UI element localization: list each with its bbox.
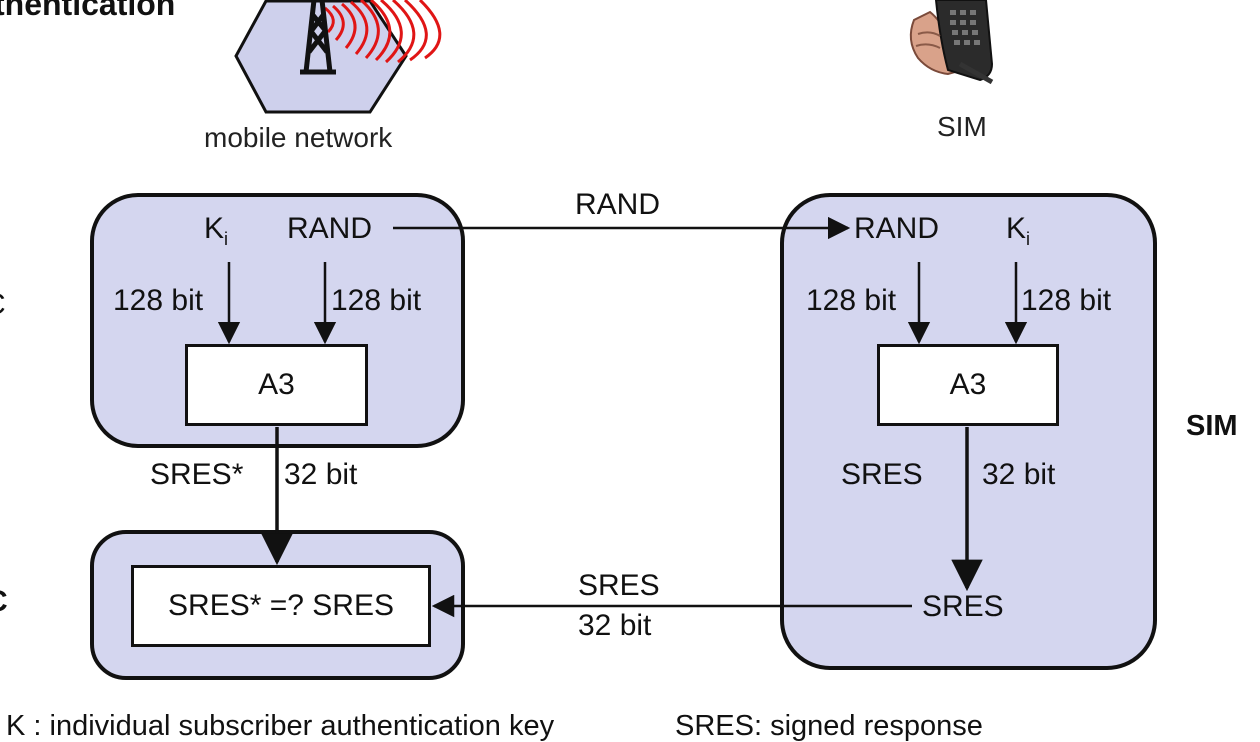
left-edge-label-top: C	[0, 290, 6, 320]
cell-tower-icon	[234, 0, 442, 114]
sres-comparison-box: SRES* =? SRES	[131, 565, 431, 647]
ki-bits-left: 128 bit	[113, 284, 204, 317]
a3-algorithm-box-right: A3	[877, 344, 1059, 426]
sres-star-bits: 32 bit	[284, 458, 358, 491]
rand-label-left: RAND	[287, 212, 373, 245]
a3-algorithm-box-left: A3	[185, 344, 368, 426]
mobile-network-label: mobile network	[204, 122, 393, 153]
sres-link-label: SRES	[578, 569, 660, 602]
sres-label-right: SRES	[841, 458, 923, 491]
flow-arrows	[217, 216, 1028, 618]
sres-bits-right: 32 bit	[982, 458, 1056, 491]
sres-star-label: SRES*	[150, 458, 244, 491]
ki-label-left: Ki	[204, 212, 229, 249]
rand-bits-right: 128 bit	[806, 284, 897, 317]
sres-output-right: SRES	[922, 590, 1004, 623]
rand-label-right: RAND	[854, 212, 940, 245]
sim-side-label: SIM	[1186, 410, 1238, 442]
ki-label-right: Ki	[1006, 212, 1031, 249]
ki-bits-right: 128 bit	[1021, 284, 1112, 317]
page-title: thentication	[0, 0, 176, 22]
mobile-phone-icon	[909, 0, 994, 85]
sim-top-label: SIM	[937, 111, 987, 142]
rand-bits-left: 128 bit	[331, 284, 422, 317]
rand-link-label: RAND	[575, 188, 661, 221]
left-edge-label-bottom: C	[0, 587, 8, 617]
sres-link-bits: 32 bit	[578, 609, 652, 642]
